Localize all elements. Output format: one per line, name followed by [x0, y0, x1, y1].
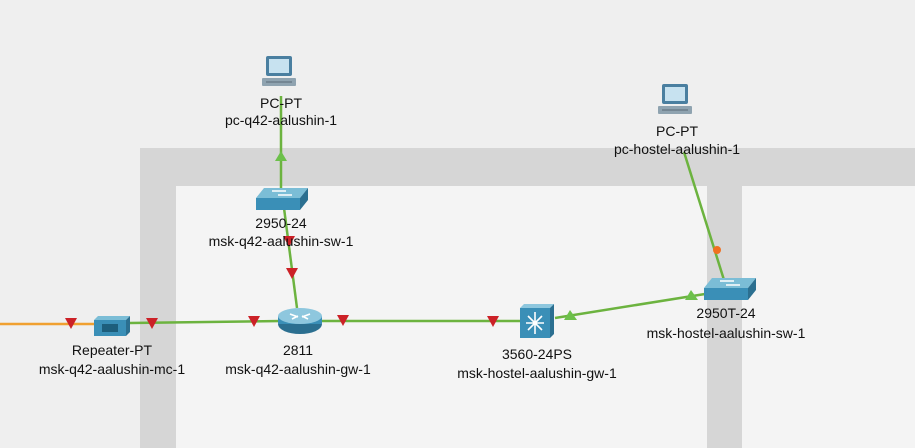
device-name-label: pc-q42-aalushin-1 [224, 112, 338, 128]
port-negotiating-marker [713, 246, 721, 254]
link-l3switch-swhostel[interactable] [554, 292, 706, 320]
device-model-label: 3560-24PS [501, 346, 573, 362]
link-pchostel-swhostel[interactable] [682, 151, 726, 281]
device-name-label: msk-q42-aalushin-sw-1 [208, 233, 354, 249]
repeater-icon[interactable] [94, 312, 134, 343]
device-name-label: msk-hostel-aalushin-sw-1 [646, 325, 806, 341]
port-down-marker [248, 316, 260, 327]
router-icon[interactable] [276, 306, 324, 341]
pc-icon[interactable] [260, 54, 300, 95]
port-down-marker [65, 318, 77, 329]
port-up-marker [685, 290, 698, 300]
device-model-label: PC-PT [656, 123, 698, 139]
room-q42 [176, 186, 707, 448]
device-model-label: 2950T-24 [696, 305, 756, 321]
pc-icon[interactable] [656, 82, 696, 123]
port-down-marker [286, 268, 298, 279]
device-name-label: pc-hostel-aalushin-1 [613, 141, 741, 157]
device-model-label: Repeater-PT [71, 342, 153, 358]
link-swq42-router[interactable] [282, 207, 299, 309]
port-down-marker [337, 315, 349, 326]
device-name-label: msk-q42-aalushin-gw-1 [225, 361, 371, 377]
port-up-marker [564, 310, 577, 320]
device-name-label: msk-q42-aalushin-mc-1 [38, 361, 186, 377]
device-name-label: msk-hostel-aalushin-gw-1 [457, 365, 617, 381]
switch-icon[interactable] [702, 276, 758, 307]
port-down-marker [487, 316, 499, 327]
room-hostel [742, 186, 915, 448]
multilayer-switch-icon[interactable] [518, 302, 558, 345]
device-model-label: 2811 [282, 342, 314, 358]
port-up-marker [275, 151, 287, 161]
device-model-label: 2950-24 [255, 215, 307, 231]
device-model-label: PC-PT [260, 95, 302, 111]
port-down-marker [283, 236, 295, 247]
port-down-marker [146, 318, 158, 329]
switch-icon[interactable] [254, 186, 310, 217]
